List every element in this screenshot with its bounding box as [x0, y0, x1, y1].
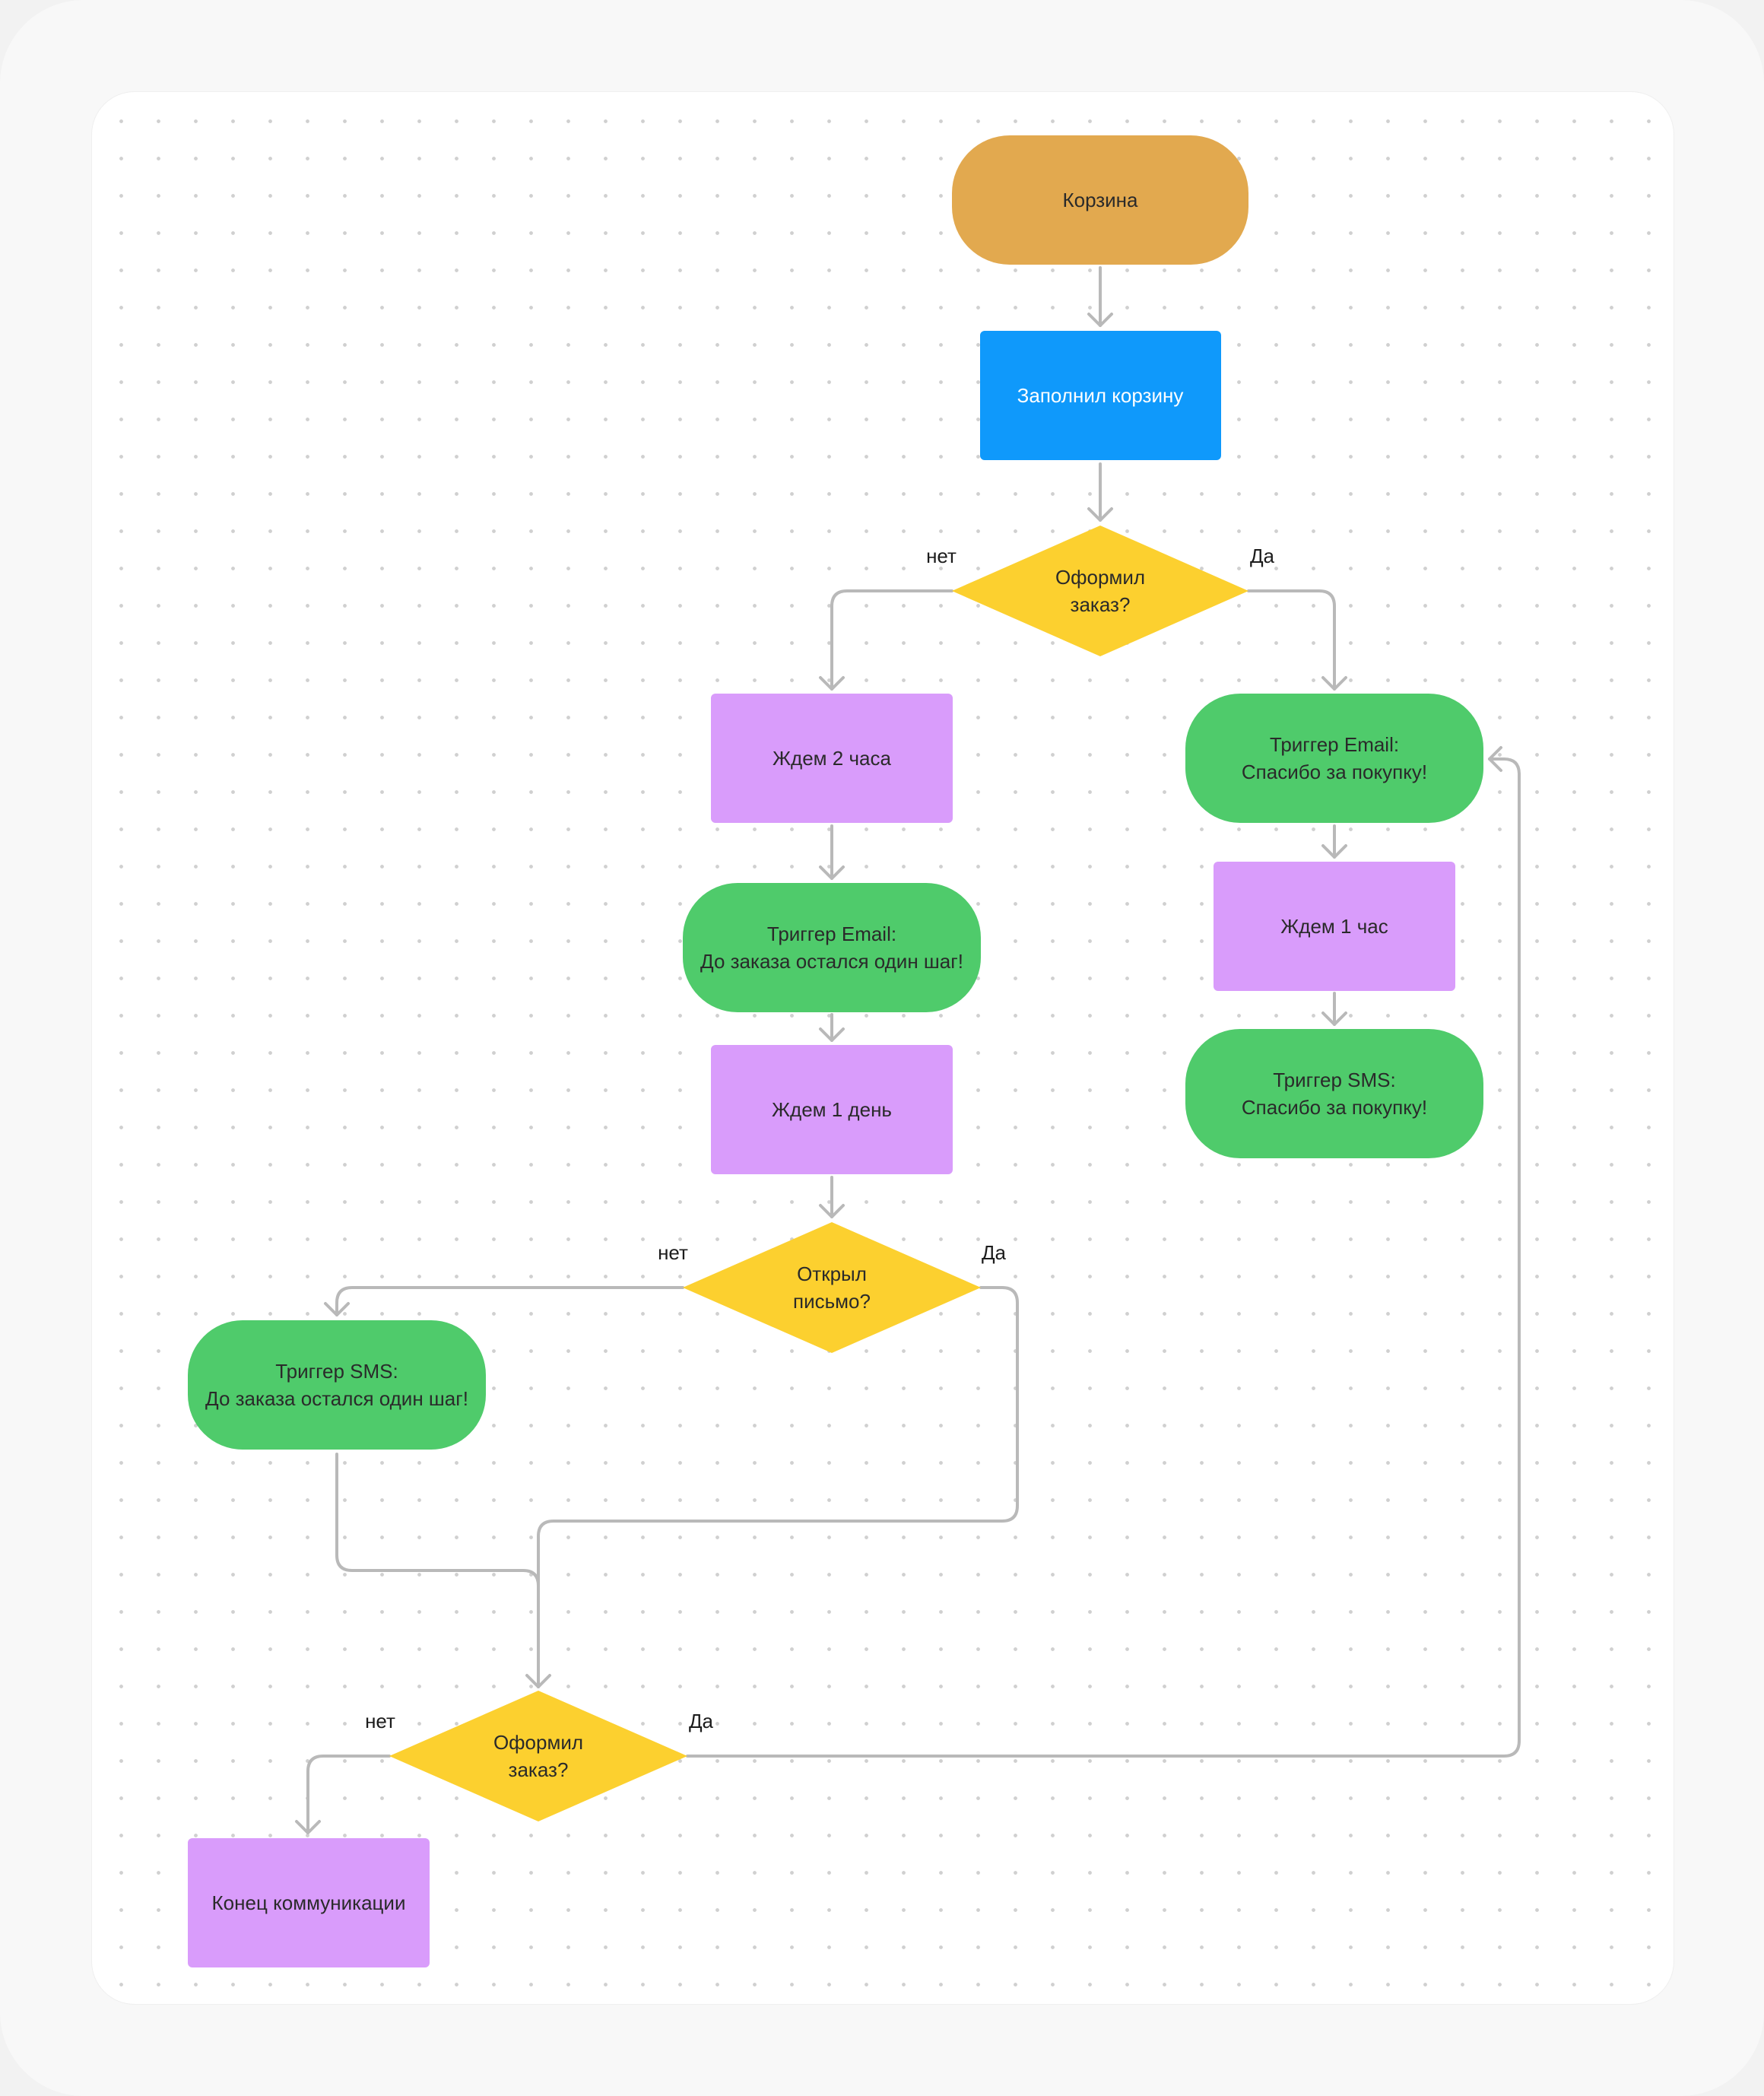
- edge-order-1-yes: [1247, 589, 1336, 691]
- opened-decision-node-shape: [683, 1222, 981, 1353]
- order-decision-node-2-label: Оформил заказ?: [493, 1731, 583, 1781]
- node-label-line: До заказа остался один шаг!: [700, 950, 963, 973]
- end-node-shape: [188, 1838, 430, 1967]
- node-label-line: Корзина: [1062, 189, 1138, 211]
- sms-thanks-node-label: Триггер SMS: Спасибо за покупку!: [1242, 1069, 1427, 1119]
- edge-label-order-2-no: нет: [365, 1710, 395, 1732]
- arrowhead: [1087, 507, 1113, 522]
- email-one-step-node[interactable]: Триггер Email: До заказа остался один шаг…: [683, 883, 981, 1012]
- edge-label-order-1-yes: Да: [1250, 545, 1275, 567]
- sms-one-step-node[interactable]: Триггер SMS: До заказа остался один шаг!: [188, 1320, 486, 1450]
- order-decision-node-1[interactable]: Оформил заказ?: [952, 526, 1248, 656]
- edges: [295, 266, 1521, 1834]
- filled-cart-node-shape: [980, 331, 1221, 460]
- opened-decision-node[interactable]: Открыл письмо?: [683, 1222, 981, 1353]
- wait-2h-node-shape: [711, 694, 953, 823]
- arrowhead: [1321, 844, 1347, 859]
- arrowhead: [1321, 1011, 1347, 1026]
- node-label-line: Триггер Email:: [1270, 733, 1399, 756]
- end-node-label: Конец коммуникации: [212, 1891, 406, 1914]
- edge-sms-to-decision: [335, 1453, 540, 1688]
- node-label-line: До заказа остался один шаг!: [205, 1387, 468, 1410]
- node-label-line: Ждем 1 час: [1280, 915, 1388, 938]
- node-label-line: Спасибо за покупку!: [1242, 1096, 1427, 1119]
- arrowhead: [1488, 746, 1502, 772]
- filled-cart-node-label: Заполнил корзину: [1017, 384, 1184, 407]
- nodes: Корзина Заполнил корзину Оформил заказ? Ж…: [188, 135, 1483, 1967]
- arrowhead: [295, 1820, 321, 1834]
- email-thanks-node-shape: [1185, 694, 1483, 823]
- wait-2h-node[interactable]: Ждем 2 часа: [711, 694, 953, 823]
- arrowhead: [1321, 676, 1347, 691]
- email-one-step-node-label: Триггер Email: До заказа остался один шаг…: [700, 923, 963, 973]
- sms-one-step-node-label: Триггер SMS: До заказа остался один шаг!: [205, 1360, 468, 1410]
- node-label-line: заказ?: [509, 1758, 569, 1781]
- node-label-line: Заполнил корзину: [1017, 384, 1184, 407]
- arrowhead: [819, 1027, 845, 1042]
- arrowhead: [819, 1204, 845, 1218]
- edge-opened-no: [335, 1286, 684, 1316]
- wait-1d-node-label: Ждем 1 день: [772, 1098, 892, 1121]
- filled-cart-node[interactable]: Заполнил корзину: [980, 331, 1221, 460]
- node-label-line: Ждем 1 день: [772, 1098, 892, 1121]
- node-label-line: письмо?: [793, 1290, 871, 1313]
- node-label-line: Триггер SMS:: [275, 1360, 398, 1383]
- wait-1h-node-label: Ждем 1 час: [1280, 915, 1388, 938]
- node-label-line: заказ?: [1071, 593, 1131, 616]
- wait-2h-node-label: Ждем 2 часа: [773, 747, 891, 770]
- sms-thanks-node-shape: [1185, 1029, 1483, 1158]
- start-node-label: Корзина: [1062, 189, 1138, 211]
- sms-thanks-node[interactable]: Триггер SMS: Спасибо за покупку!: [1185, 1029, 1483, 1158]
- edge-order-1-no: [830, 589, 953, 691]
- node-label-line: Оформил: [1055, 566, 1145, 589]
- node-label-line: Открыл: [797, 1262, 867, 1285]
- order-decision-node-1-shape: [952, 526, 1248, 656]
- node-label-line: Спасибо за покупку!: [1242, 761, 1427, 783]
- start-node[interactable]: Корзина: [952, 135, 1248, 265]
- sms-one-step-node-shape: [188, 1320, 486, 1450]
- edge-labels: нет Да нет Да нет Да: [365, 545, 1275, 1732]
- edge-opened-yes: [537, 1286, 1019, 1688]
- node-label-line: Триггер Email:: [767, 923, 896, 945]
- arrowhead: [819, 676, 845, 691]
- email-thanks-node[interactable]: Триггер Email: Спасибо за покупку!: [1185, 694, 1483, 823]
- arrowhead: [1087, 313, 1113, 327]
- node-label-line: Ждем 2 часа: [773, 747, 891, 770]
- order-decision-node-1-label: Оформил заказ?: [1055, 566, 1145, 616]
- edge-order-2-no: [306, 1755, 391, 1834]
- email-one-step-node-shape: [683, 883, 981, 1012]
- edge-label-opened-yes: Да: [982, 1241, 1007, 1264]
- wait-1h-node-shape: [1214, 862, 1455, 991]
- wait-1h-node[interactable]: Ждем 1 час: [1214, 862, 1455, 991]
- order-decision-node-2-shape: [389, 1691, 687, 1821]
- wait-1d-node-shape: [711, 1045, 953, 1174]
- start-node-shape: [952, 135, 1248, 265]
- edge-label-order-2-yes: Да: [689, 1710, 714, 1732]
- arrowhead: [324, 1302, 350, 1316]
- arrowhead: [525, 1674, 551, 1688]
- edge-order-2-yes: [686, 757, 1521, 1758]
- edge-label-order-1-no: нет: [926, 545, 957, 567]
- opened-decision-node-label: Открыл письмо?: [793, 1262, 871, 1313]
- arrowhead: [819, 865, 845, 880]
- order-decision-node-2[interactable]: Оформил заказ?: [389, 1691, 687, 1821]
- node-label-line: Триггер SMS:: [1273, 1069, 1396, 1091]
- edge-label-opened-no: нет: [658, 1241, 688, 1264]
- end-node[interactable]: Конец коммуникации: [188, 1838, 430, 1967]
- node-label-line: Конец коммуникации: [212, 1891, 406, 1914]
- node-label-line: Оформил: [493, 1731, 583, 1754]
- email-thanks-node-label: Триггер Email: Спасибо за покупку!: [1242, 733, 1427, 783]
- wait-1d-node[interactable]: Ждем 1 день: [711, 1045, 953, 1174]
